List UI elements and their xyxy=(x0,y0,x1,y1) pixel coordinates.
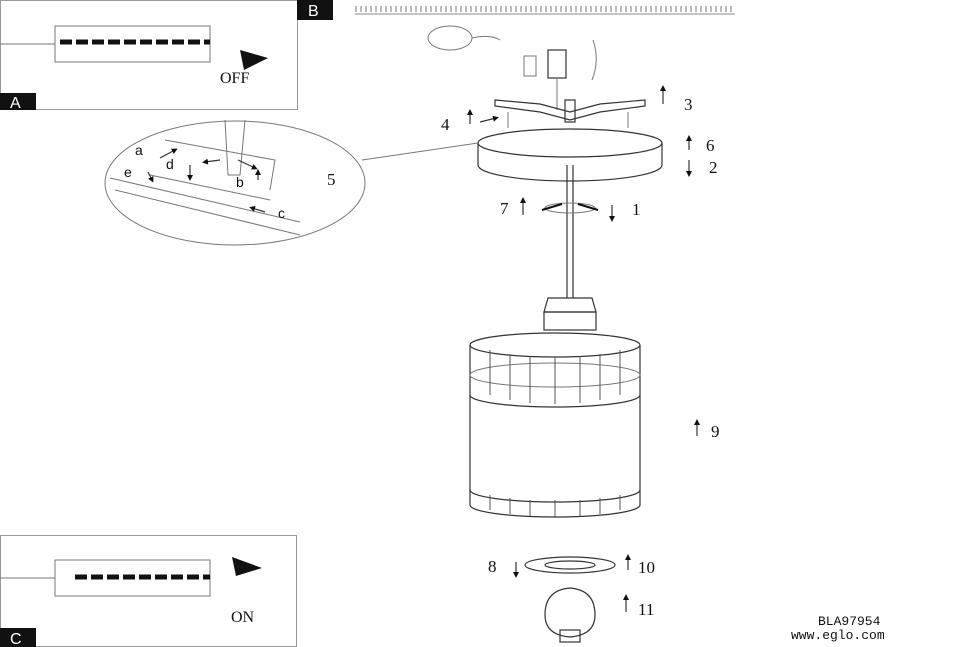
detail-label-d: d xyxy=(166,156,174,172)
step-7-label: 7 xyxy=(500,199,509,218)
canopy xyxy=(477,128,663,182)
step-11-label: 11 xyxy=(638,600,654,619)
step-8-label: 8 xyxy=(488,557,497,576)
light-bulb xyxy=(544,587,596,643)
step-3-label: 3 xyxy=(684,95,693,114)
detail-label-c: c xyxy=(278,205,285,221)
website: www.eglo.com xyxy=(791,628,885,643)
detail-terminal-connection: a b c d e xyxy=(104,119,479,246)
suspension-rod xyxy=(541,165,599,298)
mounting-bracket xyxy=(494,39,646,128)
step-1-label: 1 xyxy=(632,200,641,219)
step-4-label: 4 xyxy=(441,115,450,134)
switch-off-label: OFF xyxy=(220,70,249,87)
switch-arrow-icon xyxy=(240,50,268,70)
panel-c-switch-on: ON C xyxy=(0,535,297,647)
step-6-label: 6 xyxy=(706,136,715,155)
shade-ring xyxy=(524,556,616,574)
terminal-block xyxy=(0,559,211,597)
lamp-holder xyxy=(543,297,597,331)
switch-arrow-icon xyxy=(232,557,262,576)
model-number: BLA97954 xyxy=(818,614,881,629)
step-arrows xyxy=(467,85,700,612)
panel-tag-c: C xyxy=(10,631,22,647)
switch-on-label: ON xyxy=(231,609,255,626)
panel-a-switch-off: OFF A xyxy=(0,0,298,112)
panel-tag-b: B xyxy=(308,3,319,20)
ceiling xyxy=(355,6,735,51)
detail-label-e: e xyxy=(124,164,132,180)
panel-b: B xyxy=(297,0,333,20)
step-5-label: 5 xyxy=(327,170,336,189)
step-9-label: 9 xyxy=(711,422,720,441)
detail-label-b: b xyxy=(236,174,244,190)
terminal-block xyxy=(0,25,211,63)
detail-label-a: a xyxy=(135,142,143,158)
step-2-label: 2 xyxy=(709,158,718,177)
lamp-shade xyxy=(469,332,641,518)
panel-tag-a: A xyxy=(10,95,21,112)
step-10-label: 10 xyxy=(638,558,655,577)
